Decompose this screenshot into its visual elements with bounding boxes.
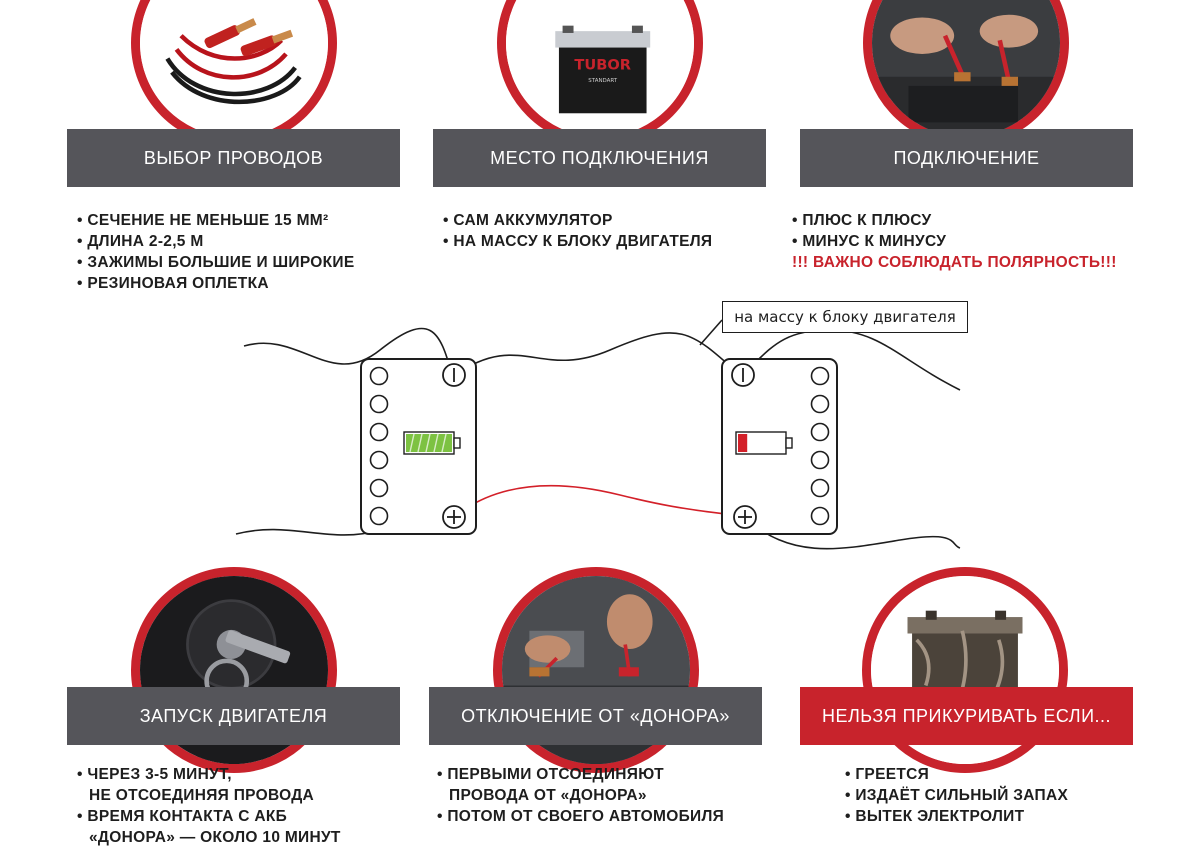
callout-pointer xyxy=(699,319,723,346)
cell-cap xyxy=(810,422,830,442)
list-item: РЕЗИНОВАЯ ОПЛЕТКА xyxy=(77,273,354,294)
step-title: ВЫБОР ПРОВОДОВ xyxy=(143,147,324,168)
cell-cap xyxy=(369,394,389,414)
polarity-warning: !!! ВАЖНО СОБЛЮДАТЬ ПОЛЯРНОСТЬ!!! xyxy=(792,254,1117,271)
cell-cap xyxy=(369,506,389,526)
cell-cap xyxy=(810,506,830,526)
list-item: ЧЕРЕЗ 3-5 МИНУТ, xyxy=(77,764,341,785)
list-item-continuation: ПРОВОДА ОТ «ДОНОРА» xyxy=(449,787,647,804)
list-item: САМ АККУМУЛЯТОР xyxy=(443,210,712,231)
list-item-continuation: «ДОНОРА» — ОКОЛО 10 МИНУТ xyxy=(89,829,341,846)
step-title-bar: НЕЛЬЗЯ ПРИКУРИВАТЬ ЕСЛИ... xyxy=(800,687,1133,745)
negative-wire-ground xyxy=(454,332,741,376)
positive-wire xyxy=(453,484,746,518)
plus-terminal-icon xyxy=(733,505,757,529)
list-item: НА МАССУ К БЛОКУ ДВИГАТЕЛЯ xyxy=(443,231,712,252)
step-list: ГРЕЕТСЯ ИЗДАЁТ СИЛЬНЫЙ ЗАПАХ ВЫТЕК ЭЛЕКТ… xyxy=(845,764,1068,827)
jumper-cables-icon xyxy=(140,0,328,137)
list-item: ПОТОМ ОТ СВОЕГО АВТОМОБИЛЯ xyxy=(437,806,724,827)
list-item: ПЕРВЫМИ ОТСОЕДИНЯЮТ xyxy=(437,764,724,785)
car-battery-icon: TUBOR STANDART xyxy=(506,0,694,137)
cell-cap xyxy=(810,450,830,470)
cell-cap xyxy=(810,394,830,414)
donor-battery xyxy=(360,358,477,535)
full-charge-icon xyxy=(403,431,461,455)
step-list: САМ АККУМУЛЯТОР НА МАССУ К БЛОКУ ДВИГАТЕ… xyxy=(443,210,712,252)
step-list: СЕЧЕНИЕ НЕ МЕНЬШЕ 15 ММ² ДЛИНА 2-2,5 М З… xyxy=(77,210,354,294)
step-list: ПЕРВЫМИ ОТСОЕДИНЯЮТ ПРОВОДА ОТ «ДОНОРА» … xyxy=(437,764,724,827)
low-charge-icon xyxy=(735,431,793,455)
list-item: МИНУС К МИНУСУ xyxy=(792,231,1117,252)
step-title-bar: ВЫБОР ПРОВОДОВ xyxy=(67,129,400,187)
step-title-bar: ОТКЛЮЧЕНИЕ ОТ «ДОНОРА» xyxy=(429,687,762,745)
step-title-bar: ЗАПУСК ДВИГАТЕЛЯ xyxy=(67,687,400,745)
step-list: ЧЕРЕЗ 3-5 МИНУТ, НЕ ОТСОЕДИНЯЯ ПРОВОДА В… xyxy=(77,764,341,848)
list-item: ВЫТЕК ЭЛЕКТРОЛИТ xyxy=(845,806,1068,827)
battery-brand: TUBOR xyxy=(574,56,631,73)
negative-wire-donor xyxy=(243,327,453,376)
plus-terminal-icon xyxy=(442,505,466,529)
battery-subbrand: STANDART xyxy=(588,78,617,84)
list-item: ИЗДАЁТ СИЛЬНЫЙ ЗАПАХ xyxy=(845,785,1068,806)
step-title: ПОДКЛЮЧЕНИЕ xyxy=(893,147,1040,168)
list-item: ГРЕЕТСЯ xyxy=(845,764,1068,785)
photo-circle: TUBOR STANDART xyxy=(497,0,703,146)
photo-circle xyxy=(131,0,337,146)
cell-cap xyxy=(369,366,389,386)
ground-callout: на массу к блоку двигателя xyxy=(722,301,968,333)
step-title: ЗАПУСК ДВИГАТЕЛЯ xyxy=(139,705,328,726)
list-item: ВРЕМЯ КОНТАКТА С АКБ xyxy=(77,806,341,827)
step-title-bar: ПОДКЛЮЧЕНИЕ xyxy=(800,129,1133,187)
list-item: СЕЧЕНИЕ НЕ МЕНЬШЕ 15 ММ² xyxy=(77,210,354,231)
list-item: ПЛЮС К ПЛЮСУ xyxy=(792,210,1117,231)
step-title: НЕЛЬЗЯ ПРИКУРИВАТЬ ЕСЛИ... xyxy=(821,705,1112,726)
list-item-continuation: НЕ ОТСОЕДИНЯЯ ПРОВОДА xyxy=(89,787,315,804)
hands-connecting-clamps-icon xyxy=(872,0,1060,137)
minus-terminal-icon xyxy=(442,363,466,387)
list-item: ЗАЖИМЫ БОЛЬШИЕ И ШИРОКИЕ xyxy=(77,252,354,273)
recipient-battery xyxy=(721,358,838,535)
step-title: МЕСТО ПОДКЛЮЧЕНИЯ xyxy=(490,147,709,168)
list-item: ДЛИНА 2-2,5 М xyxy=(77,231,354,252)
minus-terminal-icon xyxy=(731,363,755,387)
cell-cap xyxy=(369,422,389,442)
cell-cap xyxy=(810,366,830,386)
cell-cap xyxy=(369,450,389,470)
cell-cap xyxy=(369,478,389,498)
step-list: ПЛЮС К ПЛЮСУ МИНУС К МИНУСУ !!! ВАЖНО СО… xyxy=(792,210,1117,273)
positive-lead-recipient xyxy=(744,516,961,550)
cell-cap xyxy=(810,478,830,498)
step-title: ОТКЛЮЧЕНИЕ ОТ «ДОНОРА» xyxy=(461,705,730,726)
step-title-bar: МЕСТО ПОДКЛЮЧЕНИЯ xyxy=(433,129,766,187)
